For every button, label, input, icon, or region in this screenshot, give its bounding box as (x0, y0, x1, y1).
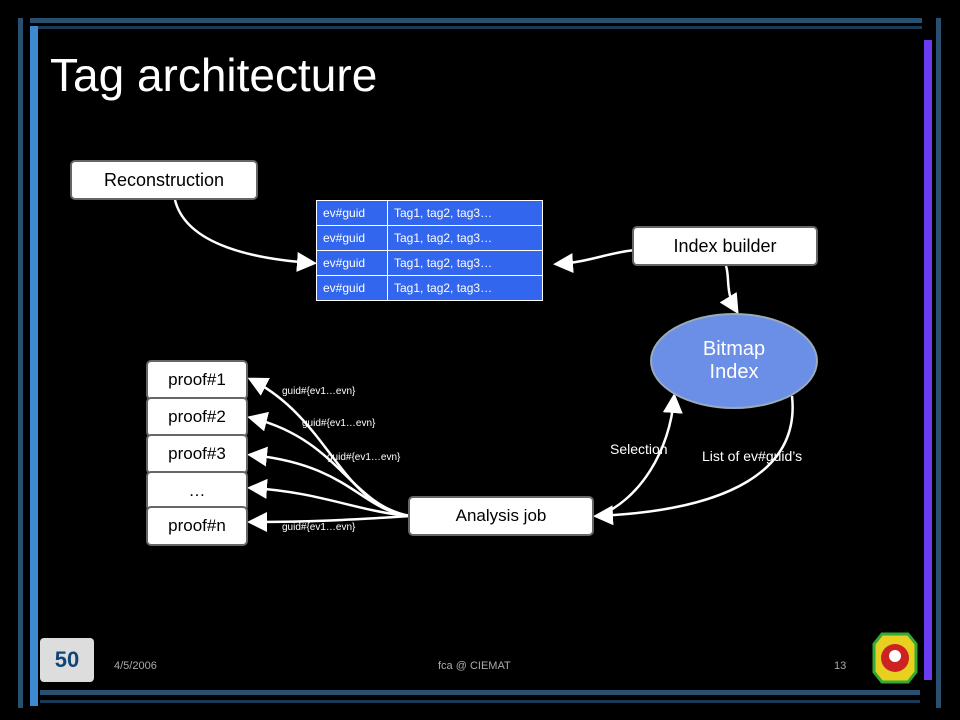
guid-label-n: guid#{ev1…evn} (282, 522, 356, 533)
arrow-to-ellipsis (247, 478, 411, 518)
cern-50-logo: 50 (40, 638, 94, 682)
top-bar-inner (30, 26, 922, 29)
guid-label-1: guid#{ev1…evn} (282, 386, 356, 397)
proof-box-2: proof#2 (146, 397, 248, 437)
arrow-to-proofn (247, 511, 411, 532)
arrow-to-proof1 (247, 377, 411, 518)
table-value: Tag1, tag2, tag3… (387, 250, 543, 276)
proof-box-n: proof#n (146, 506, 248, 546)
guid-label-3: guid#{ev1…evn} (327, 452, 401, 463)
table-key: ev#guid (316, 250, 388, 276)
footer-author: fca @ CIEMAT (438, 660, 511, 672)
table-key: ev#guid (316, 200, 388, 226)
arrow-indexbuilder-to-bitmap (719, 265, 739, 315)
bottom-bar (40, 690, 920, 695)
dice-logo (872, 632, 918, 684)
table-row: ev#guid Tag1, tag2, tag3… (316, 275, 543, 301)
right-bar-outer (936, 18, 941, 708)
arrow-selection (597, 393, 683, 518)
reconstruction-box: Reconstruction (70, 160, 258, 200)
arrow-reconstruction-to-table (173, 199, 317, 272)
table-row: ev#guid Tag1, tag2, tag3… (316, 225, 543, 251)
bitmap-index-line1: Bitmap (702, 338, 766, 360)
arrow-to-proof3 (247, 446, 411, 518)
footer-date: 4/5/2006 (114, 660, 157, 672)
table-value: Tag1, tag2, tag3… (387, 225, 543, 251)
tag-table: ev#guid Tag1, tag2, tag3… ev#guid Tag1, … (316, 200, 543, 301)
top-bar (30, 18, 922, 23)
table-value: Tag1, tag2, tag3… (387, 200, 543, 226)
guid-label-2: guid#{ev1…evn} (302, 418, 376, 429)
proof-box-ellipsis: … (146, 471, 248, 511)
bitmap-index-node: Bitmap Index (650, 313, 818, 409)
bitmap-index-line2: Index (709, 361, 759, 383)
analysis-job-box: Analysis job (408, 496, 594, 536)
list-guids-label: List of ev#guid’s (702, 448, 803, 464)
footer-page: 13 (834, 660, 847, 672)
left-bar (18, 18, 23, 708)
arrow-to-proof2 (247, 411, 411, 518)
table-row: ev#guid Tag1, tag2, tag3… (316, 250, 543, 276)
left-bar-accent (30, 26, 38, 706)
bottom-bar-inner (40, 700, 920, 703)
arrow-list-guids (593, 395, 794, 526)
index-builder-box: Index builder (632, 226, 818, 266)
table-value: Tag1, tag2, tag3… (387, 275, 543, 301)
table-key: ev#guid (316, 275, 388, 301)
proof-box-1: proof#1 (146, 360, 248, 400)
slide-title: Tag architecture (50, 49, 378, 101)
selection-label: Selection (610, 441, 668, 457)
table-row: ev#guid Tag1, tag2, tag3… (316, 200, 543, 226)
arrow-indexbuilder-to-table (553, 248, 637, 274)
table-key: ev#guid (316, 225, 388, 251)
right-bar (924, 40, 932, 680)
proof-box-3: proof#3 (146, 434, 248, 474)
